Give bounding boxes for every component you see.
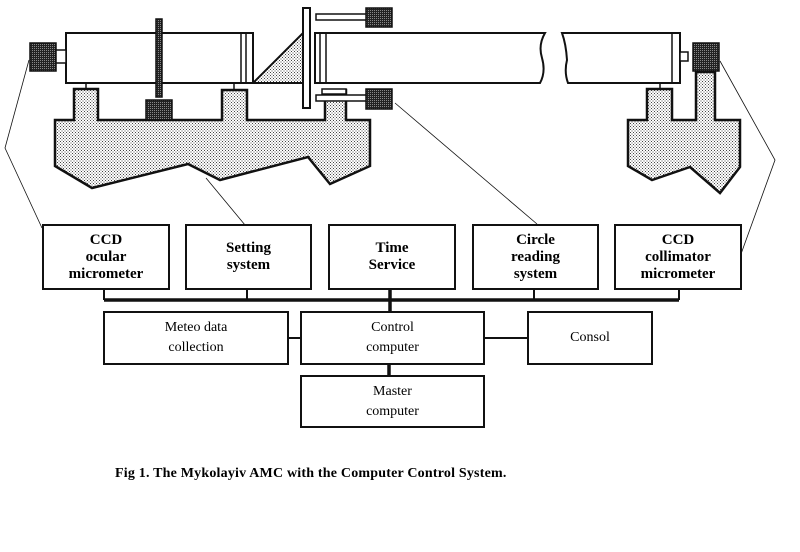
graduated-circle [302, 7, 311, 109]
consol-box: Consol [527, 311, 653, 365]
time-service-box: Time Service [328, 224, 456, 290]
main-pier [53, 87, 372, 190]
box-line: Consol [570, 330, 610, 345]
circle-reading-system-box: Circle reading system [472, 224, 599, 290]
setting-motor-icon [145, 99, 173, 121]
box-line: computer [366, 403, 419, 419]
meteo-data-collection-box: Meteo data collection [103, 311, 289, 365]
ccd-collimator-micrometer-box: CCD collimator micrometer [614, 224, 742, 290]
box-line: Setting [226, 240, 271, 256]
box-line: ocular [85, 248, 127, 265]
ccd-ocular-camera-icon [29, 42, 57, 72]
box-line: reading [511, 248, 560, 265]
circle-reading-camera-icon [365, 88, 393, 110]
box-line: Service [368, 257, 416, 273]
box-line: Time [375, 240, 409, 256]
box-line: system [513, 265, 558, 282]
box-line: CCD [661, 231, 695, 248]
figure-caption: Fig 1. The Mykolayiv AMC with the Comput… [115, 466, 507, 481]
box-line: Meteo data [164, 320, 228, 335]
box-line: micrometer [68, 265, 144, 282]
box-line: micrometer [640, 265, 716, 282]
collimator-tube [560, 32, 681, 84]
bus-lines [103, 289, 680, 375]
box-line: Control [371, 320, 414, 335]
box-line: Master [373, 383, 412, 399]
setting-system-box: Setting system [185, 224, 312, 290]
ccd-collimator-camera-icon [692, 42, 720, 72]
box-line: computer [366, 340, 419, 355]
box-line: Circle [516, 231, 555, 248]
ccd-ocular-micrometer-box: CCD ocular micrometer [42, 224, 170, 290]
box-line: CCD [89, 231, 123, 248]
collimator-pier [626, 70, 742, 195]
box-line: system [226, 257, 271, 273]
box-line: collimator [645, 248, 711, 265]
control-computer-box: Control computer [300, 311, 485, 365]
leader-lines [4, 59, 776, 255]
box-line: collection [168, 340, 224, 355]
master-computer-box: Master computer [300, 375, 485, 428]
prism [250, 30, 304, 84]
